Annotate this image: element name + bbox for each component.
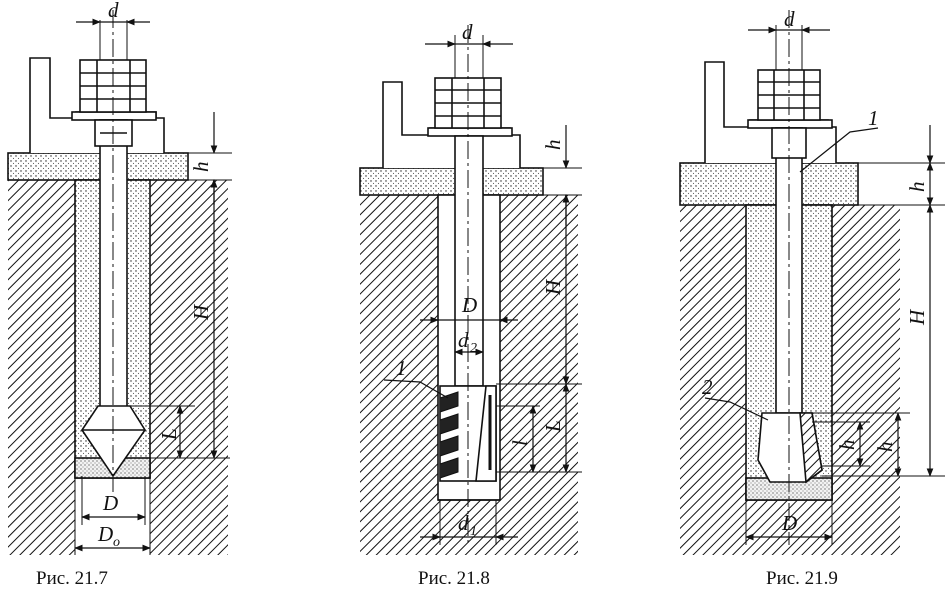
- label-d: d: [462, 20, 473, 44]
- label-d: d: [784, 7, 795, 31]
- label-D: D: [102, 491, 118, 515]
- figure-21-9-labels: d h H h h D 1 2: [702, 7, 929, 535]
- label-h-mid: h: [873, 442, 897, 453]
- label-h-top: h: [905, 182, 929, 193]
- figure-21-8: [359, 25, 582, 555]
- label-D0: D: [97, 522, 113, 546]
- caption-21-7: Рис. 21.7: [36, 568, 108, 589]
- callout-1: 1: [396, 356, 407, 380]
- slab: [679, 162, 859, 206]
- label-h: h: [541, 140, 565, 151]
- base-plate: [747, 119, 833, 129]
- label-L: L: [157, 428, 181, 441]
- figure-21-7: [7, 10, 232, 555]
- label-l-inner: l: [508, 440, 532, 446]
- caption-21-9: Рис. 21.9: [766, 568, 838, 589]
- base-plate: [427, 127, 513, 137]
- soil-hatch-left: [360, 195, 438, 500]
- figure-21-8-labels: d h H L l D d 2 d 1 1: [396, 20, 565, 539]
- soil-hatch-right: [360, 195, 578, 555]
- soil-hatch-left: [680, 205, 746, 500]
- label-D0-sub: o: [113, 535, 120, 550]
- soil-hatch-left: [8, 180, 75, 478]
- label-h-small: h: [835, 440, 859, 451]
- label-L-outer: L: [541, 420, 565, 433]
- soil-hatch-right: [150, 180, 228, 555]
- soil-hatch-right: [680, 205, 900, 555]
- label-D: D: [781, 511, 797, 535]
- callout-1: 1: [868, 106, 879, 130]
- bolt-shaft: [454, 135, 484, 387]
- callout-2: 2: [702, 375, 713, 399]
- label-H: H: [541, 278, 565, 296]
- sleeve-teeth: [439, 391, 459, 479]
- figure-21-7-labels: d h H L D D o: [97, 0, 213, 550]
- label-d2-sub: 2: [470, 341, 477, 356]
- label-d1-sub: 1: [470, 524, 477, 539]
- label-D: D: [461, 293, 477, 317]
- label-d2: d: [458, 328, 469, 352]
- wedge-fill: [799, 412, 823, 484]
- slab: [7, 152, 189, 181]
- label-d1: d: [458, 511, 469, 535]
- base-plate: [71, 111, 157, 121]
- figure-21-9: [679, 10, 945, 555]
- caption-21-8: Рис. 21.8: [418, 568, 490, 589]
- slab: [359, 167, 544, 196]
- soil-hatch-bottom: [8, 478, 75, 555]
- label-H: H: [905, 308, 929, 326]
- label-d: d: [108, 0, 119, 22]
- label-H: H: [189, 303, 213, 321]
- label-h: h: [189, 162, 213, 173]
